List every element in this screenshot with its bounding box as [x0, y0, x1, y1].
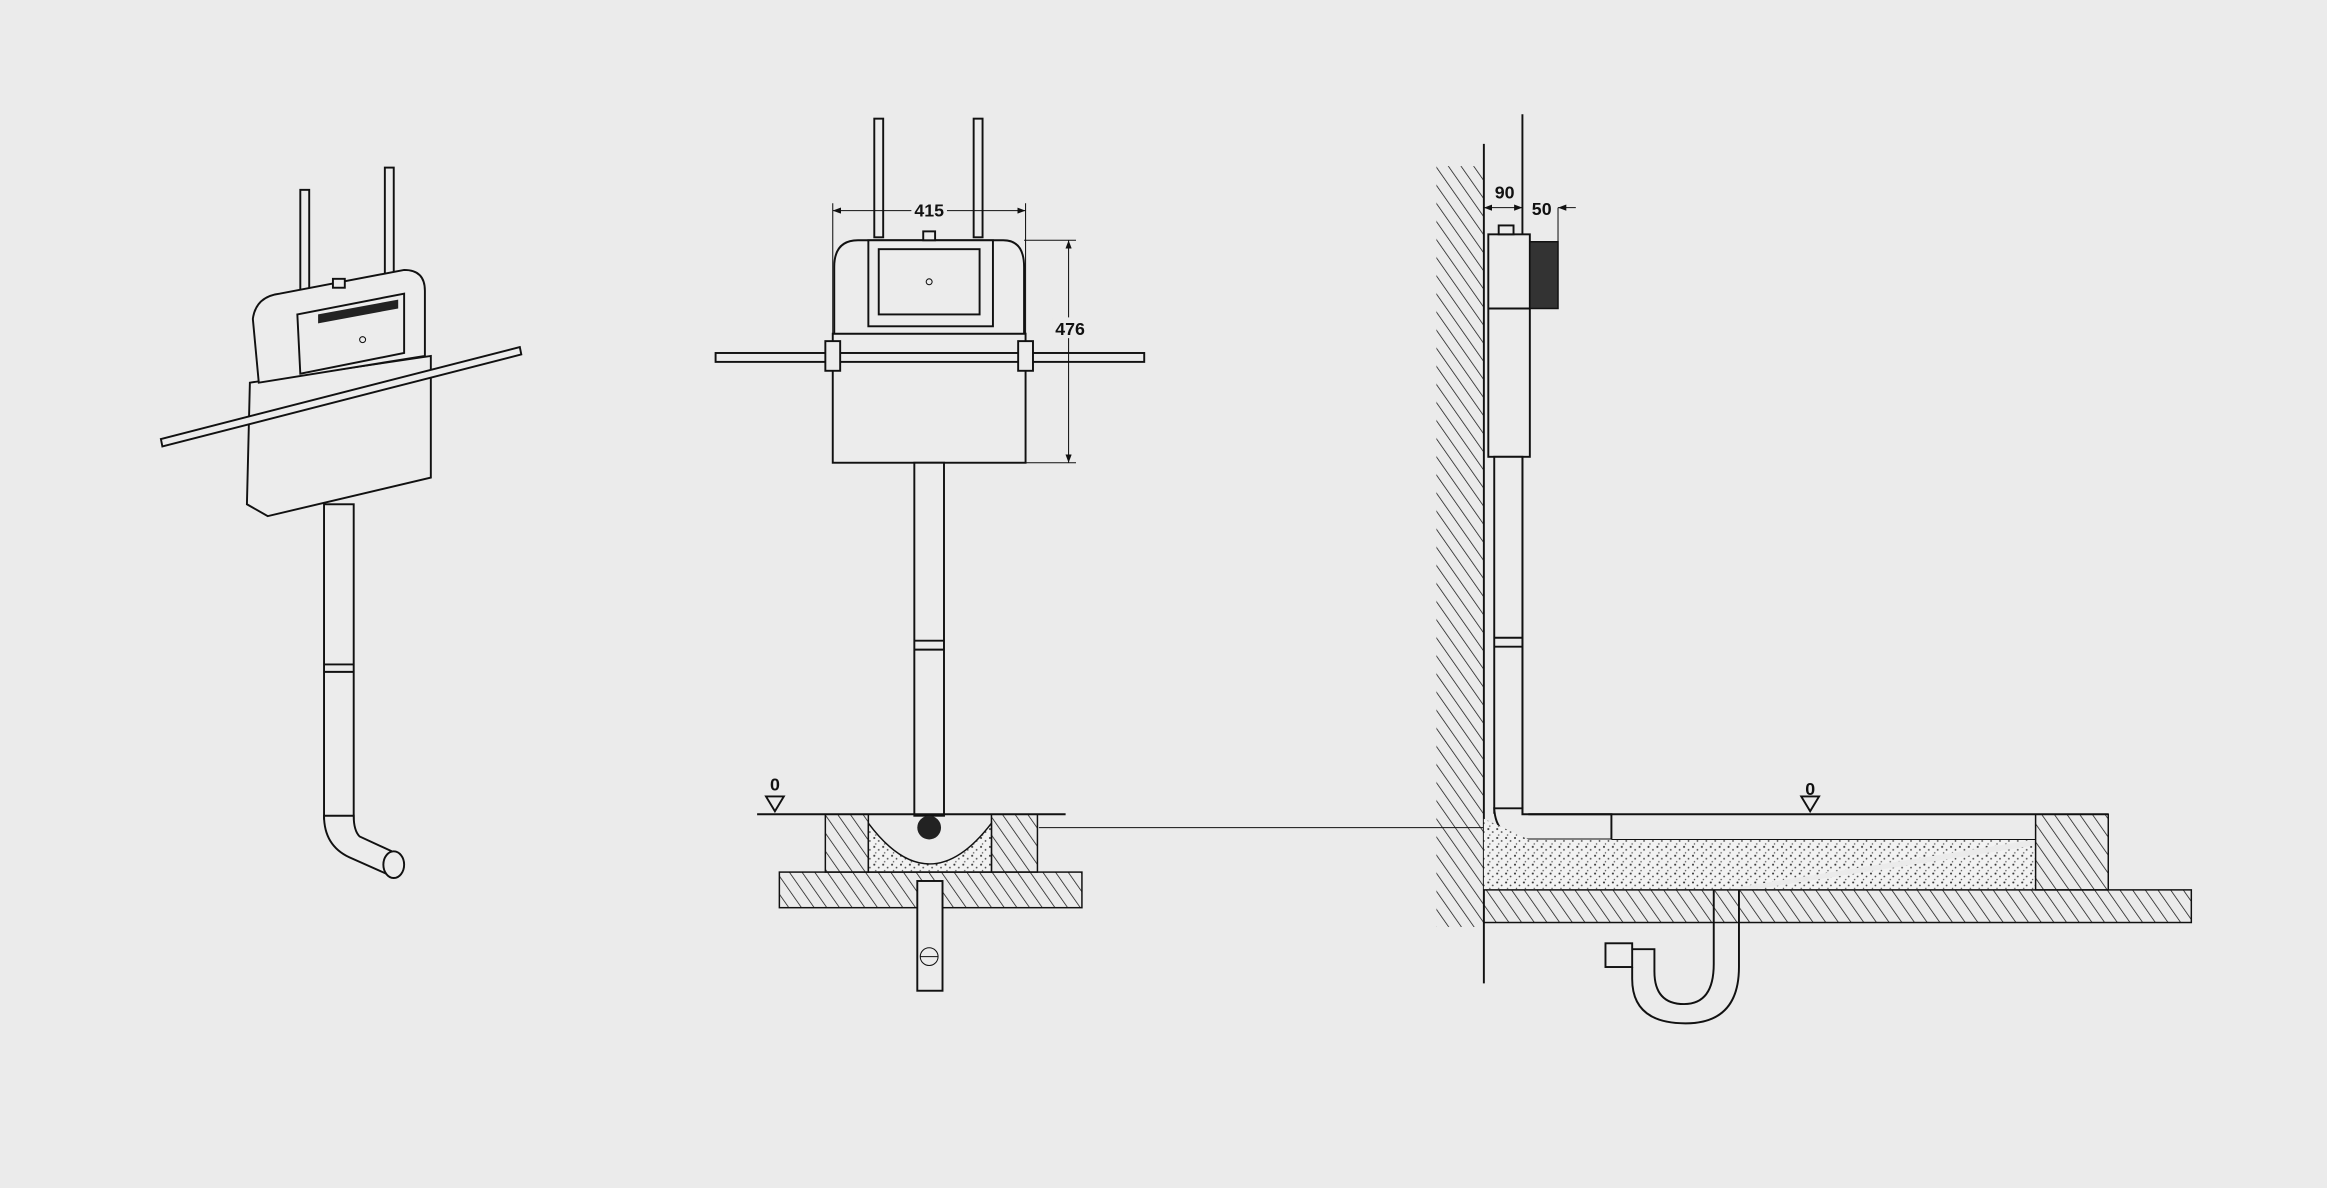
side-view: 90 50 0: [1436, 114, 2193, 1025]
height-dimension-label: 476: [1055, 319, 1085, 339]
mounting-rail-left: [873, 117, 885, 239]
level-marker-icon: [764, 795, 786, 814]
mounting-rail-right: [972, 117, 984, 239]
floor-slab: [1483, 889, 2193, 924]
depth-dimension-label: 90: [1495, 183, 1515, 203]
panel-screw: [359, 336, 367, 344]
access-panel: [877, 248, 981, 316]
level-marker-icon: [1799, 795, 1821, 814]
width-dimension-label: 415: [914, 201, 944, 221]
bracket-bar: [714, 352, 1146, 363]
drain-connector: [917, 815, 942, 840]
flush-pipe: [323, 503, 355, 820]
mounting-rail-right: [383, 166, 395, 280]
top-valve: [1497, 224, 1515, 236]
pipe-outlet: [382, 850, 406, 879]
panel-shade: [318, 299, 399, 324]
floor-level-label: 0: [770, 775, 780, 795]
trap-outlet: [1604, 942, 1634, 968]
front-view: 415 476 0: [714, 117, 1146, 992]
mounting-rail-left: [299, 188, 311, 298]
cistern-side: [1487, 233, 1531, 458]
top-valve: [922, 230, 937, 242]
bracket-bar: [159, 345, 523, 448]
floor-block-right: [990, 813, 1039, 873]
bracket-clip-right: [1017, 340, 1034, 372]
flush-button-plate: [1529, 241, 1559, 310]
top-valve: [331, 277, 346, 289]
screed-fill: [1483, 818, 2036, 890]
floor-block-left: [824, 813, 870, 873]
wall-hatching: [1436, 166, 1484, 927]
floor-level-label: 0: [1805, 779, 1815, 799]
screed-fill: [867, 820, 993, 873]
flush-pipe: [1493, 455, 1524, 814]
isometric-view: [159, 166, 523, 879]
drain-pipe: [916, 880, 944, 992]
drain-trap: [1631, 889, 1740, 1025]
floor-block: [2034, 813, 2110, 891]
bracket-clip-left: [824, 340, 842, 372]
panel-screw: [925, 278, 933, 286]
button-depth-dimension-label: 50: [1532, 199, 1552, 219]
flush-pipe: [913, 461, 945, 817]
